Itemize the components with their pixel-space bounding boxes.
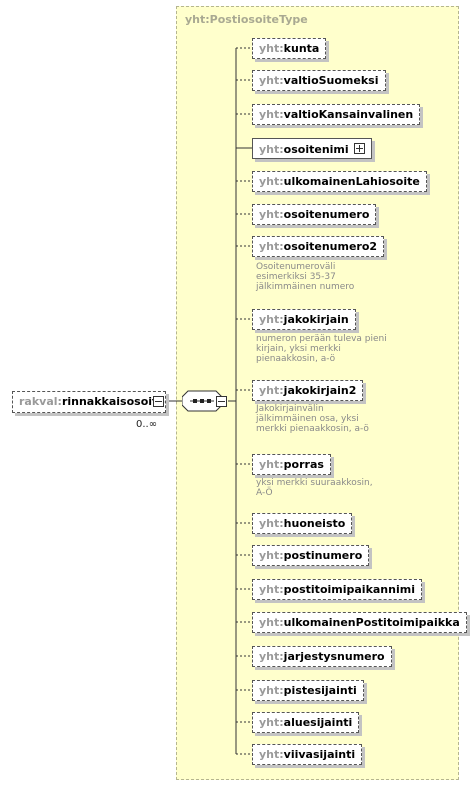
element-name: osoitenumero (283, 208, 370, 221)
documentation-line: esimerkiksi 35-37 (256, 272, 336, 282)
type-title: yht:PostiosoiteType (185, 13, 308, 26)
element-postitoimipaikannimi[interactable]: yht:postitoimipaikannimi (252, 579, 422, 600)
element-namespace: yht: (259, 42, 284, 55)
element-name: jakokirjain2 (283, 384, 357, 397)
element-namespace: yht: (259, 616, 284, 629)
element-name: valtioKansainvalinen (283, 108, 414, 121)
element-name: postinumero (283, 549, 363, 562)
element-namespace: yht: (259, 650, 284, 663)
element-name: aluesijainti (283, 716, 353, 729)
element-aluesijainti[interactable]: yht:aluesijainti (252, 712, 360, 733)
element-name: osoitenimi (283, 143, 349, 156)
element-name: ulkomainenPostitoimipaikka (283, 616, 460, 629)
element-namespace: yht: (259, 208, 284, 221)
element-osoitenimi[interactable]: yht:osoitenimi (252, 138, 372, 159)
element-namespace: yht: (259, 458, 284, 471)
documentation-line: jälkimmäinen osa, yksi (256, 414, 359, 424)
root-element[interactable]: rakval:rinnakkaisosoite (12, 391, 166, 413)
element-jakokirjain[interactable]: yht:jakokirjain (252, 309, 356, 330)
element-kunta[interactable]: yht:kunta (252, 38, 327, 59)
element-namespace: yht: (259, 143, 284, 156)
element-osoitenumero2[interactable]: yht:osoitenumero2 (252, 236, 385, 257)
documentation-line: numeron perään tuleva pieni (256, 334, 387, 344)
element-namespace: yht: (259, 716, 284, 729)
documentation-line: merkki pienaakkosin, a-ö (256, 424, 369, 434)
element-name: ulkomainenLahiosoite (283, 175, 420, 188)
documentation-line: Jakokirjainvälin (256, 404, 324, 414)
element-documentation: yksi merkki suuraakkosin,A-Ö (256, 478, 373, 498)
element-name: valtioSuomeksi (283, 74, 379, 87)
documentation-line: pienaakkosin, a-ö (256, 354, 336, 364)
element-viivasijainti[interactable]: yht:viivasijainti (252, 744, 363, 765)
element-ulkomainenPostitoimipaikka[interactable]: yht:ulkomainenPostitoimipaikka (252, 612, 467, 633)
element-namespace: yht: (259, 313, 284, 326)
documentation-line: Osoitenumeroväli (256, 262, 336, 272)
element-namespace: yht: (259, 108, 284, 121)
documentation-line: kirjain, yksi merkki (256, 344, 341, 354)
documentation-line: jälkimmäinen numero (256, 282, 355, 292)
element-name: jakokirjain (283, 313, 349, 326)
sequence-collapse-icon[interactable] (216, 396, 227, 407)
element-namespace: yht: (259, 549, 284, 562)
element-name: kunta (283, 42, 320, 55)
element-huoneisto[interactable]: yht:huoneisto (252, 513, 353, 534)
element-valtioSuomeksi[interactable]: yht:valtioSuomeksi (252, 70, 386, 91)
expand-icon[interactable] (353, 143, 365, 154)
root-name: rinnakkaisosoite (61, 395, 165, 408)
documentation-line: A-Ö (256, 488, 273, 498)
sequence-compositor-icon[interactable] (182, 390, 230, 412)
element-namespace: yht: (259, 240, 284, 253)
documentation-line: yksi merkki suuraakkosin, (256, 478, 373, 488)
element-pistesijainti[interactable]: yht:pistesijainti (252, 680, 364, 701)
element-namespace: yht: (259, 175, 284, 188)
element-namespace: yht: (259, 583, 284, 596)
element-name: postitoimipaikannimi (283, 583, 415, 596)
element-jakokirjain2[interactable]: yht:jakokirjain2 (252, 380, 364, 401)
element-namespace: yht: (259, 74, 284, 87)
element-porras[interactable]: yht:porras (252, 454, 331, 475)
element-namespace: yht: (259, 517, 284, 530)
element-namespace: yht: (259, 384, 284, 397)
element-ulkomainenLahiosoite[interactable]: yht:ulkomainenLahiosoite (252, 171, 427, 192)
element-namespace: yht: (259, 748, 284, 761)
collapse-icon[interactable] (153, 396, 164, 407)
element-namespace: yht: (259, 684, 284, 697)
element-jarjestysnumero[interactable]: yht:jarjestysnumero (252, 646, 392, 667)
element-name: osoitenumero2 (283, 240, 378, 253)
element-osoitenumero[interactable]: yht:osoitenumero (252, 204, 377, 225)
element-valtioKansainvalinen[interactable]: yht:valtioKansainvalinen (252, 104, 421, 125)
element-name: huoneisto (283, 517, 346, 530)
element-name: pistesijainti (283, 684, 357, 697)
element-postinumero[interactable]: yht:postinumero (252, 545, 370, 566)
element-name: viivasijainti (283, 748, 356, 761)
root-namespace: rakval: (19, 395, 62, 408)
root-cardinality: 0..∞ (136, 419, 158, 430)
element-name: jarjestysnumero (283, 650, 385, 663)
element-name: porras (283, 458, 324, 471)
